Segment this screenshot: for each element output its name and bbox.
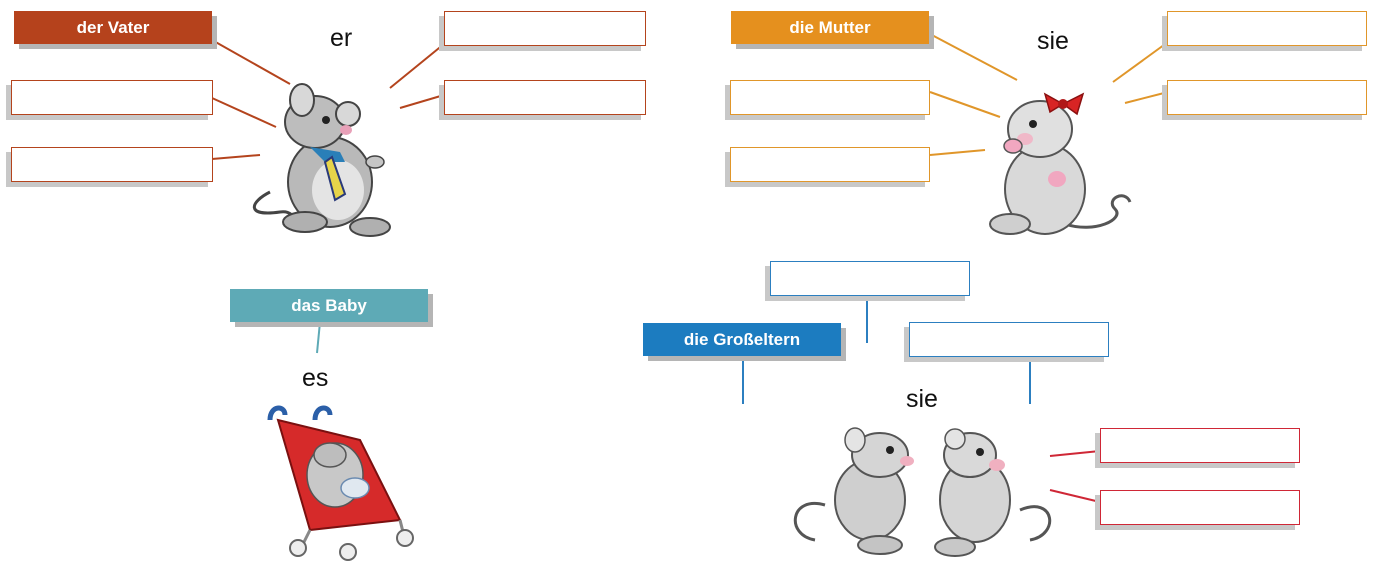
mutter-answer-box-3[interactable]: [730, 80, 930, 115]
vater-line-3: [211, 154, 261, 160]
vater-line-5: [399, 94, 445, 109]
baby-stroller-image: [267, 405, 414, 561]
grosseltern-answer-box-1[interactable]: [770, 261, 970, 296]
mutter-answer-input-4[interactable]: [731, 148, 929, 181]
vater-answer-box-4[interactable]: [11, 147, 213, 182]
vater-pronoun: er: [330, 24, 353, 52]
vater-label: der Vater: [14, 11, 212, 44]
grosseltern-line-4: [1049, 450, 1101, 457]
vater-answer-input-3[interactable]: [12, 81, 212, 114]
mutter-line-4: [1112, 41, 1169, 83]
grosseltern-answer-input-3[interactable]: [1101, 429, 1299, 462]
grandparents-mice-image: [793, 427, 1052, 557]
grosseltern-label: die Großeltern: [643, 323, 841, 356]
vater-answer-input-2[interactable]: [445, 81, 645, 114]
mother-mouse-image: [989, 92, 1132, 235]
mutter-answer-box-2[interactable]: [1167, 80, 1367, 115]
grosseltern-answer-input-4[interactable]: [1101, 491, 1299, 524]
vater-line-4: [389, 43, 445, 89]
grosseltern-answer-input-2[interactable]: [910, 323, 1108, 356]
mutter-answer-box-1[interactable]: [1167, 11, 1367, 46]
vater-answer-box-3[interactable]: [11, 80, 213, 115]
mutter-answer-input-3[interactable]: [731, 81, 929, 114]
grosseltern-answer-input-1[interactable]: [771, 262, 969, 295]
mutter-answer-input-2[interactable]: [1168, 81, 1366, 114]
mutter-line-1: [929, 33, 1018, 81]
mutter-pronoun: sie: [1037, 27, 1069, 55]
mutter-label: die Mutter: [731, 11, 929, 44]
vater-answer-box-2[interactable]: [444, 80, 646, 115]
grosseltern-answer-box-3[interactable]: [1100, 428, 1300, 463]
mutter-line-3: [929, 149, 986, 156]
vater-answer-input-4[interactable]: [12, 148, 212, 181]
grosseltern-pronoun: sie: [906, 385, 938, 413]
vater-answer-box-1[interactable]: [444, 11, 646, 46]
baby-pronoun: es: [302, 364, 329, 392]
baby-line: [316, 321, 321, 354]
mutter-line-2: [929, 91, 1001, 118]
grosseltern-answer-box-4[interactable]: [1100, 490, 1300, 525]
father-mouse-image: [252, 83, 391, 237]
mutter-answer-box-4[interactable]: [730, 147, 930, 182]
vater-line-1: [211, 39, 291, 85]
vater-line-2: [211, 97, 277, 128]
mutter-line-5: [1124, 91, 1169, 104]
vater-answer-input-1[interactable]: [445, 12, 645, 45]
mutter-answer-input-1[interactable]: [1168, 12, 1366, 45]
grosseltern-answer-box-2[interactable]: [909, 322, 1109, 357]
baby-label: das Baby: [230, 289, 428, 322]
grosseltern-line-5: [1049, 489, 1101, 503]
